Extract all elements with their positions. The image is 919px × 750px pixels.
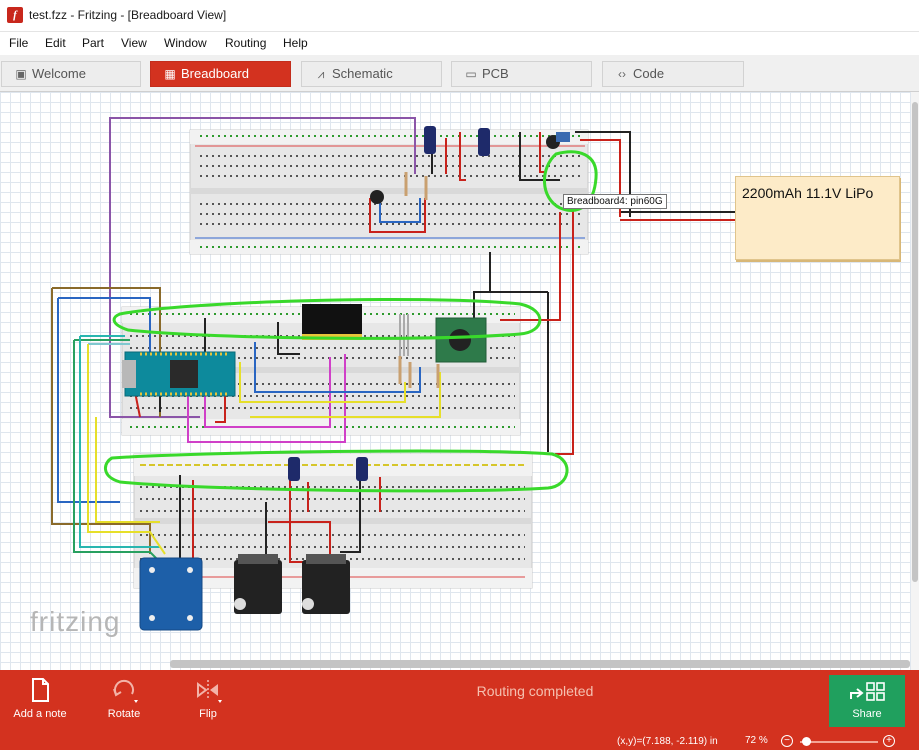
- led-rgb[interactable]: [399, 314, 409, 356]
- flip-label: Flip: [199, 708, 217, 720]
- vertical-scrollbar[interactable]: [911, 92, 919, 670]
- capacitor-2[interactable]: [478, 128, 490, 156]
- share-label: Share: [852, 708, 882, 720]
- window-title: test.fzz - Fritzing - [Breadboard View]: [29, 8, 227, 22]
- tab-code[interactable]: ‹› Code: [602, 61, 744, 87]
- imu-board[interactable]: [302, 304, 362, 340]
- voltage-regulator[interactable]: [435, 317, 487, 363]
- zoom-slider[interactable]: [800, 741, 878, 743]
- sensor-module-small[interactable]: [556, 132, 570, 142]
- tab-pcb[interactable]: ▭ PCB: [451, 61, 592, 87]
- flip-icon: [197, 680, 222, 703]
- menu-window[interactable]: Window: [164, 36, 207, 50]
- schematic-icon: ⩘: [317, 67, 325, 81]
- zoom-in-button[interactable]: +: [883, 735, 895, 747]
- zoom-slider-knob[interactable]: [801, 737, 811, 746]
- tab-schematic[interactable]: ⩘ Schematic: [301, 61, 442, 87]
- add-note-label: Add a note: [13, 708, 67, 720]
- lipo-battery-note[interactable]: 2200mAh 11.1V LiPo: [735, 176, 900, 260]
- tab-label: Code: [633, 66, 665, 81]
- tab-label: Welcome: [32, 66, 86, 81]
- share-button[interactable]: Share: [829, 675, 905, 727]
- menu-help[interactable]: Help: [283, 36, 308, 50]
- fritzing-logo: fritzing: [30, 606, 121, 637]
- bottom-toolbar: Add a note Rotate Flip Routing completed…: [0, 670, 919, 733]
- menu-bar: File Edit Part View Window Routing Help: [0, 32, 919, 55]
- zoom-out-button[interactable]: −: [781, 735, 793, 747]
- add-note-button[interactable]: Add a note: [10, 670, 70, 733]
- welcome-icon: ▣: [15, 67, 27, 81]
- tab-label: Breadboard: [181, 66, 249, 81]
- share-icon: [850, 682, 885, 701]
- capacitor-1[interactable]: [424, 126, 436, 154]
- servo-motor-2[interactable]: [302, 554, 350, 614]
- hover-tooltip: Breadboard4: pin60G: [563, 194, 667, 209]
- fritzing-app-icon: f: [7, 7, 23, 23]
- cursor-coordinates: (x,y)=(7.188, -2.119) in: [617, 736, 718, 747]
- note-icon: [32, 678, 49, 702]
- routing-status: Routing completed: [476, 683, 594, 699]
- menu-part[interactable]: Part: [82, 36, 105, 50]
- capacitor-3[interactable]: [288, 457, 300, 481]
- rotate-label: Rotate: [107, 708, 141, 720]
- menu-view[interactable]: View: [121, 36, 147, 50]
- breadboard-icon: ▦: [164, 67, 176, 81]
- rotate-button[interactable]: Rotate: [96, 670, 152, 733]
- horizontal-scroll-thumb[interactable]: [170, 660, 910, 668]
- transistor-1[interactable]: [370, 190, 384, 204]
- servo-motor-1[interactable]: [234, 554, 282, 614]
- arduino-nano[interactable]: [122, 351, 236, 397]
- tab-label: PCB: [482, 66, 509, 81]
- breadboard-top[interactable]: [189, 129, 589, 255]
- menu-file[interactable]: File: [9, 36, 29, 50]
- vertical-scroll-thumb[interactable]: [912, 102, 918, 582]
- wires: [51, 117, 735, 563]
- capacitor-4[interactable]: [356, 457, 368, 481]
- breadboard-canvas[interactable]: 2200mAh 11.1V LiPo Breadboard4: pin60G f…: [0, 92, 919, 670]
- flip-button[interactable]: Flip: [180, 670, 236, 733]
- title-bar: f test.fzz - Fritzing - [Breadboard View…: [0, 0, 919, 32]
- sd-card-module[interactable]: [139, 557, 203, 631]
- pcb-icon: ▭: [465, 67, 477, 81]
- status-bar: (x,y)=(7.188, -2.119) in 72 % − +: [0, 733, 919, 750]
- zoom-level: 72 %: [745, 735, 768, 746]
- rotate-icon: [113, 679, 138, 703]
- circuit-drawing: [51, 117, 735, 631]
- menu-edit[interactable]: Edit: [45, 36, 66, 50]
- tab-breadboard[interactable]: ▦ Breadboard: [150, 61, 291, 87]
- tab-welcome[interactable]: ▣ Welcome: [1, 61, 141, 87]
- tab-label: Schematic: [332, 66, 393, 81]
- resistors[interactable]: [398, 172, 440, 388]
- view-tabs: ▣ Welcome ▦ Breadboard ⩘ Schematic ▭ PCB…: [0, 55, 919, 92]
- code-icon: ‹›: [618, 67, 626, 81]
- note-text: 2200mAh 11.1V LiPo: [742, 185, 874, 201]
- menu-routing[interactable]: Routing: [225, 36, 267, 50]
